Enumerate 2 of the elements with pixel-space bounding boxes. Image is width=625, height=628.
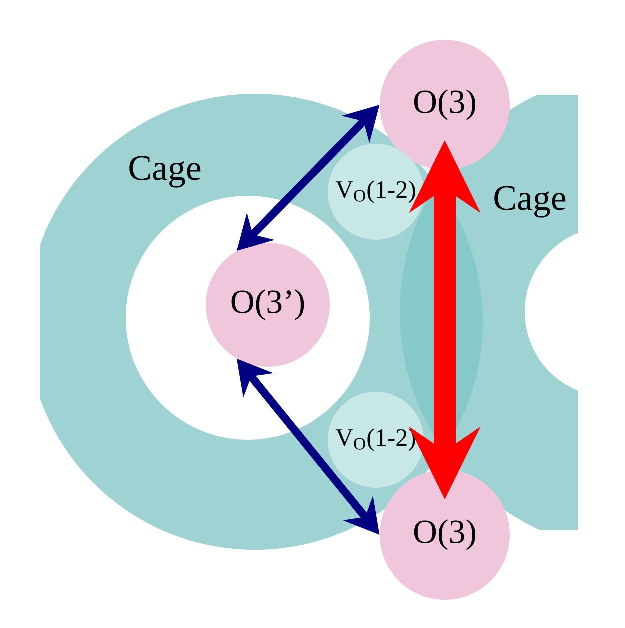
- cage-label: Cage: [494, 186, 566, 218]
- cage-label: Cage: [130, 156, 201, 188]
